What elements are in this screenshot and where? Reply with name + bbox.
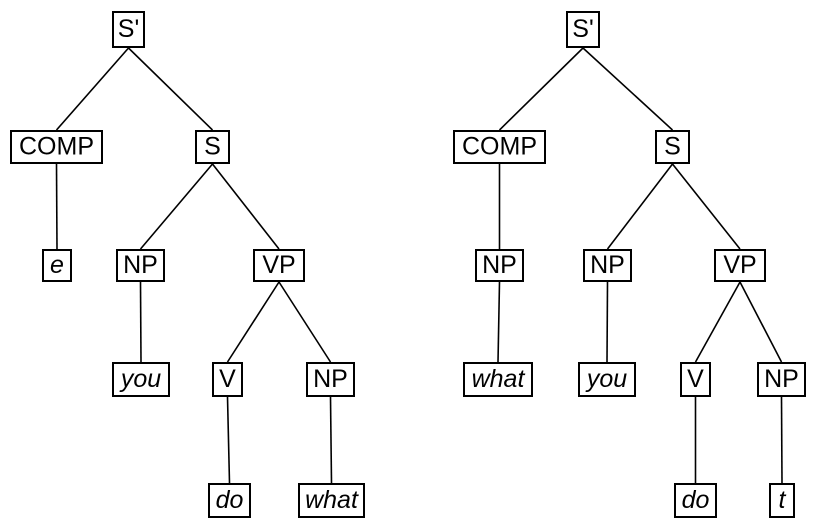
node-label-l-np1: NP — [123, 251, 158, 279]
node-label-l-sbar: S' — [118, 15, 139, 43]
node-label-l-v: V — [219, 365, 236, 393]
node-box-l-do — [208, 483, 251, 518]
tree-node-r-comp[interactable]: COMP — [453, 130, 546, 164]
tree-node-r-what[interactable]: what — [463, 362, 533, 397]
node-label-l-do: do — [216, 486, 244, 514]
tree-node-r-sbar[interactable]: S' — [566, 11, 600, 48]
node-label-l-np2: NP — [313, 365, 348, 393]
node-label-r-comp: COMP — [462, 133, 537, 161]
node-box-l-s — [195, 130, 230, 164]
node-label-r-t: t — [779, 486, 787, 514]
node-label-l-comp: COMP — [19, 133, 94, 161]
tree-node-r-t[interactable]: t — [769, 483, 795, 518]
tree-edge-r-vp-to-r-np2 — [739, 281, 783, 363]
tree-node-l-v[interactable]: V — [212, 362, 243, 397]
node-label-l-e: e — [50, 251, 64, 279]
node-box-l-np2 — [306, 362, 355, 397]
tree-node-r-v[interactable]: V — [680, 362, 711, 397]
node-box-l-e — [42, 249, 72, 282]
tree-node-r-s[interactable]: S — [655, 130, 690, 164]
node-label-r-np1: NP — [590, 251, 625, 279]
tree-node-r-np1[interactable]: NP — [583, 249, 632, 282]
tree-node-l-np1[interactable]: NP — [116, 249, 165, 282]
tree-edge-r-np2-to-r-t — [780, 396, 783, 484]
node-label-l-what: what — [305, 486, 359, 514]
node-label-r-vp: VP — [723, 251, 756, 279]
node-box-l-vp — [253, 249, 305, 282]
tree-node-r-you[interactable]: you — [578, 362, 636, 397]
node-label-r-what: what — [472, 365, 526, 393]
tree-edge-l-v-to-l-do — [226, 396, 231, 484]
node-box-r-np2 — [757, 362, 806, 397]
tree-edge-l-vp-to-l-v — [226, 281, 280, 363]
node-label-r-v: V — [687, 365, 704, 393]
node-label-r-np0: NP — [482, 251, 517, 279]
tree-node-r-np0[interactable]: NP — [475, 249, 524, 282]
tree-node-r-np2[interactable]: NP — [757, 362, 806, 397]
node-box-l-what — [298, 483, 365, 518]
node-label-r-s: S — [664, 133, 681, 161]
node-box-r-do — [674, 483, 717, 518]
tree-node-l-np2[interactable]: NP — [306, 362, 355, 397]
node-label-r-sbar: S' — [572, 15, 593, 43]
node-box-l-you — [112, 362, 170, 397]
edges-layer — [55, 47, 783, 484]
node-label-l-you: you — [119, 365, 161, 393]
tree-edge-l-s-to-l-np1 — [139, 163, 214, 250]
node-box-r-t — [769, 483, 795, 518]
tree-node-l-comp[interactable]: COMP — [10, 130, 103, 164]
node-box-l-comp — [10, 130, 103, 164]
tree-node-l-do[interactable]: do — [208, 483, 251, 518]
node-box-r-comp — [453, 130, 546, 164]
node-box-r-np0 — [475, 249, 524, 282]
tree-node-l-what[interactable]: what — [298, 483, 365, 518]
tree-edge-l-sbar-to-l-comp — [55, 47, 130, 131]
node-box-r-s — [655, 130, 690, 164]
tree-node-l-vp[interactable]: VP — [253, 249, 305, 282]
tree-edge-r-s-to-r-np1 — [606, 163, 674, 250]
node-box-r-what — [463, 362, 533, 397]
tree-node-l-s[interactable]: S — [195, 130, 230, 164]
tree-edge-r-np1-to-r-you — [606, 281, 609, 363]
node-box-r-sbar — [566, 11, 600, 48]
tree-edge-l-np2-to-l-what — [329, 396, 333, 484]
node-label-l-vp: VP — [262, 251, 295, 279]
node-box-l-np1 — [116, 249, 165, 282]
tree-edge-r-sbar-to-r-s — [582, 47, 674, 131]
tree-node-l-e[interactable]: e — [42, 249, 72, 282]
tree-edge-r-sbar-to-r-comp — [498, 47, 584, 131]
node-box-l-sbar — [112, 11, 145, 48]
tree-node-l-sbar[interactable]: S' — [112, 11, 145, 48]
tree-edge-l-comp-to-l-e — [55, 163, 58, 250]
tree-node-l-you[interactable]: you — [112, 362, 170, 397]
tree-edge-l-vp-to-l-np2 — [278, 281, 332, 363]
node-box-r-np1 — [583, 249, 632, 282]
node-box-r-vp — [714, 249, 766, 282]
node-box-r-v — [680, 362, 711, 397]
node-box-r-you — [578, 362, 636, 397]
tree-edge-r-s-to-r-vp — [671, 163, 741, 250]
tree-node-r-vp[interactable]: VP — [714, 249, 766, 282]
node-label-r-do: do — [682, 486, 710, 514]
node-box-l-v — [212, 362, 243, 397]
node-label-r-you: you — [585, 365, 627, 393]
tree-edge-l-s-to-l-vp — [211, 163, 280, 250]
tree-edge-r-np0-to-r-what — [497, 281, 501, 363]
tree-edge-l-np1-to-l-you — [139, 281, 142, 363]
tree-edge-r-vp-to-r-v — [694, 281, 741, 363]
tree-node-r-do[interactable]: do — [674, 483, 717, 518]
tree-edge-l-sbar-to-l-s — [127, 47, 214, 131]
node-label-r-np2: NP — [764, 365, 799, 393]
node-label-l-s: S — [204, 133, 221, 161]
